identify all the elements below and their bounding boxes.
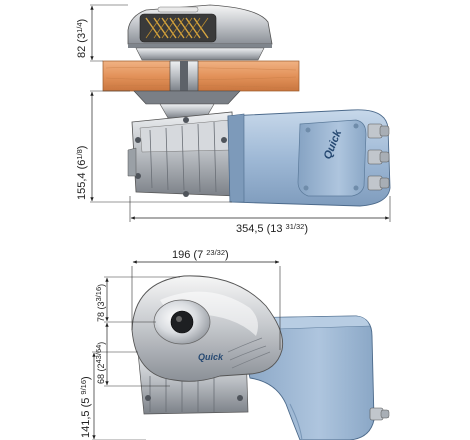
gypsy-teeth xyxy=(145,17,209,39)
dim-base-height: 141,5 (5 9/16) xyxy=(79,376,92,438)
deck-base-plate xyxy=(135,47,265,61)
dim-drum-bottom: 68 (243/64) xyxy=(94,342,106,384)
deck-section xyxy=(102,60,300,92)
motor: Quick xyxy=(227,109,391,207)
drum-hub xyxy=(170,310,194,334)
top-casting: Quick xyxy=(131,275,284,382)
dim-width: 196 (7 23/32) xyxy=(172,248,229,261)
side-view: Quick 82 (31/4) 155,4 (61/8) xyxy=(75,4,391,235)
dim-body-height: 155,4 (61/8) xyxy=(75,146,88,200)
cable-glands xyxy=(367,123,390,191)
gearbox-bolts xyxy=(135,117,227,197)
dim-drum-top: 78 (33/16) xyxy=(94,284,106,322)
top-cover xyxy=(127,4,273,48)
dim-overall-length: 354,5 (13 31/32) xyxy=(236,222,308,235)
cable-glands-top xyxy=(369,407,390,421)
gearbox xyxy=(127,111,237,197)
brand-logo-top: Quick xyxy=(198,352,224,362)
under-deck-flange xyxy=(133,90,241,105)
top-view: Quick 196 (7 23/32) 78 (33/16) 68 (243/6… xyxy=(79,248,390,440)
dim-top-height: 82 (31/4) xyxy=(75,19,88,58)
